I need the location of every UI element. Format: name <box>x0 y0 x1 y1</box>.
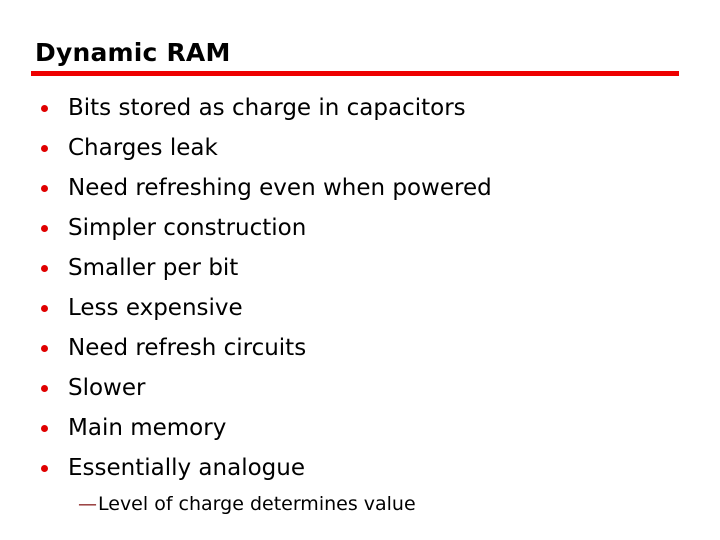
bullet-dot-icon <box>41 145 48 152</box>
bullet-dot-icon <box>41 185 48 192</box>
list-item: Need refreshing even when powered <box>35 168 685 208</box>
sub-list-item-label: Level of charge determines value <box>98 493 416 515</box>
list-item-label: Slower <box>68 375 146 401</box>
list-item: Simpler construction <box>35 208 685 248</box>
title-underline-rule <box>31 71 679 76</box>
em-dash-icon: — <box>78 493 97 515</box>
list-item: Essentially analogue <box>35 448 685 488</box>
list-item: Less expensive <box>35 288 685 328</box>
list-item-label: Smaller per bit <box>68 255 239 281</box>
list-item: Slower <box>35 368 685 408</box>
list-item: Bits stored as charge in capacitors <box>35 88 685 128</box>
bullet-dot-icon <box>41 465 48 472</box>
list-item: Main memory <box>35 408 685 448</box>
list-item-label: Less expensive <box>68 295 243 321</box>
bullet-dot-icon <box>41 345 48 352</box>
bullet-dot-icon <box>41 225 48 232</box>
sub-list-item: —Level of charge determines value <box>78 491 416 517</box>
list-item: Charges leak <box>35 128 685 168</box>
bullet-dot-icon <box>41 265 48 272</box>
list-item-label: Simpler construction <box>68 215 307 241</box>
sub-bullet-list: —Level of charge determines value <box>78 491 416 517</box>
bullet-dot-icon <box>41 425 48 432</box>
list-item-label: Charges leak <box>68 135 218 161</box>
list-item-label: Bits stored as charge in capacitors <box>68 95 466 121</box>
bullet-list: Bits stored as charge in capacitors Char… <box>35 88 685 488</box>
bullet-dot-icon <box>41 105 48 112</box>
list-item-label: Need refresh circuits <box>68 335 307 361</box>
bullet-dot-icon <box>41 305 48 312</box>
page-title: Dynamic RAM <box>35 38 231 67</box>
list-item: Smaller per bit <box>35 248 685 288</box>
list-item-label: Essentially analogue <box>68 455 305 481</box>
list-item: Need refresh circuits <box>35 328 685 368</box>
list-item-label: Need refreshing even when powered <box>68 175 492 201</box>
list-item-label: Main memory <box>68 415 227 441</box>
bullet-dot-icon <box>41 385 48 392</box>
